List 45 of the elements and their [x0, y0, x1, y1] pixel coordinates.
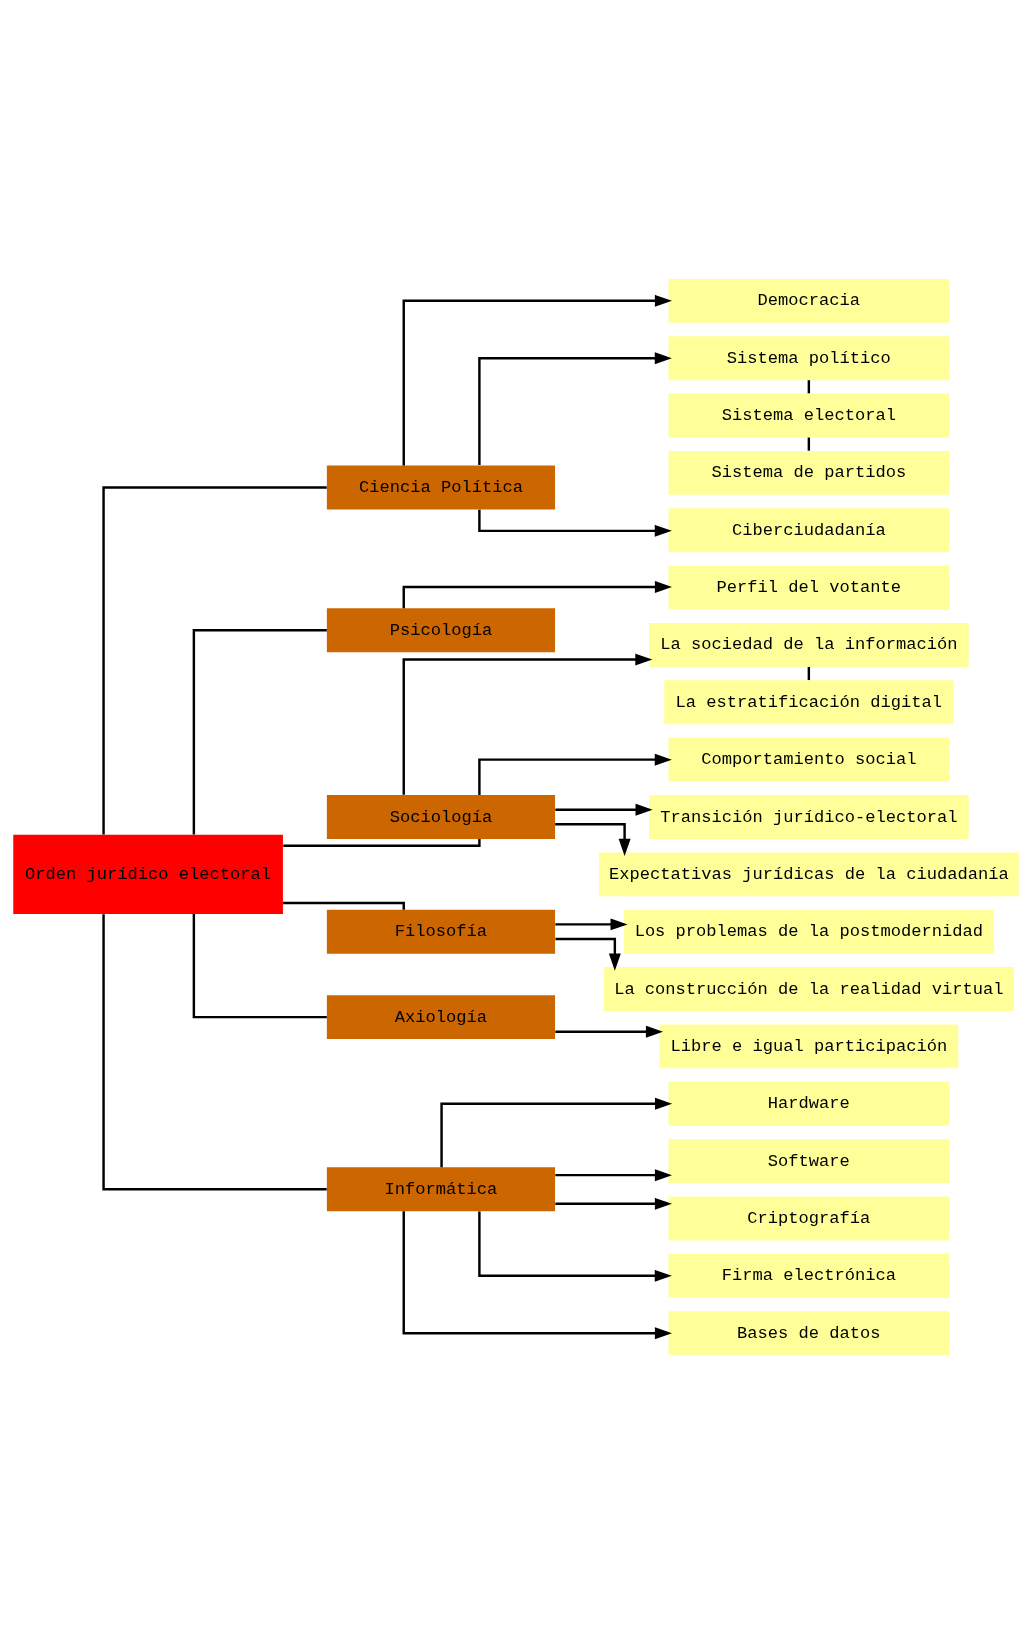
node-box: Sociología [326, 794, 556, 839]
connector [283, 838, 481, 847]
arrow [555, 822, 631, 856]
node-box: Transición jurídico-electoral [649, 794, 969, 839]
connector [102, 913, 327, 1190]
arrow [402, 1210, 672, 1339]
node-box: Comportamiento social [668, 737, 950, 782]
arrow [402, 294, 672, 465]
node-box: La construcción de la realidad virtual [603, 966, 1014, 1011]
node-box: Democracia [668, 278, 950, 323]
node-box: Filosofía [326, 909, 556, 954]
node-box: Orden jurídico electoral [13, 834, 283, 914]
connector [192, 628, 327, 835]
node-box: Ciberciudadanía [668, 507, 950, 552]
node-box: La estratificación digital [664, 679, 954, 724]
node-box: Sistema electoral [668, 393, 950, 437]
connector [102, 485, 327, 834]
arrow [402, 653, 653, 795]
arrow [478, 1210, 672, 1282]
node-box: La sociedad de la información [649, 622, 969, 667]
arrow [555, 803, 653, 816]
node-box: Software [668, 1138, 950, 1183]
node-box: Sistema de partidos [668, 450, 950, 495]
arrow [555, 1025, 664, 1038]
node-box: Los problemas de la postmodernidad [624, 909, 994, 954]
arrow [555, 1197, 672, 1210]
arrow [555, 937, 621, 971]
node-box: Axiología [326, 994, 556, 1039]
node-box: Bases de datos [668, 1310, 950, 1355]
node-box: Hardware [668, 1081, 950, 1126]
node-box: Expectativas jurídicas de la ciudadanía [599, 851, 1019, 896]
connector [192, 913, 327, 1018]
arrow [555, 917, 628, 930]
node-box: Perfil del votante [668, 565, 950, 610]
arrow [440, 1097, 673, 1167]
node-box: Sistema político [668, 335, 950, 380]
node-box: Informática [326, 1166, 556, 1211]
node-box: Criptografía [668, 1196, 950, 1240]
arrow [555, 1168, 672, 1181]
node-box: Psicología [326, 607, 556, 652]
arrow [478, 351, 672, 465]
node-box: Firma electrónica [668, 1253, 950, 1298]
arrow [478, 753, 672, 795]
node-box: Ciencia Política [326, 465, 556, 509]
node-box: Libre e igual participación [659, 1023, 959, 1068]
